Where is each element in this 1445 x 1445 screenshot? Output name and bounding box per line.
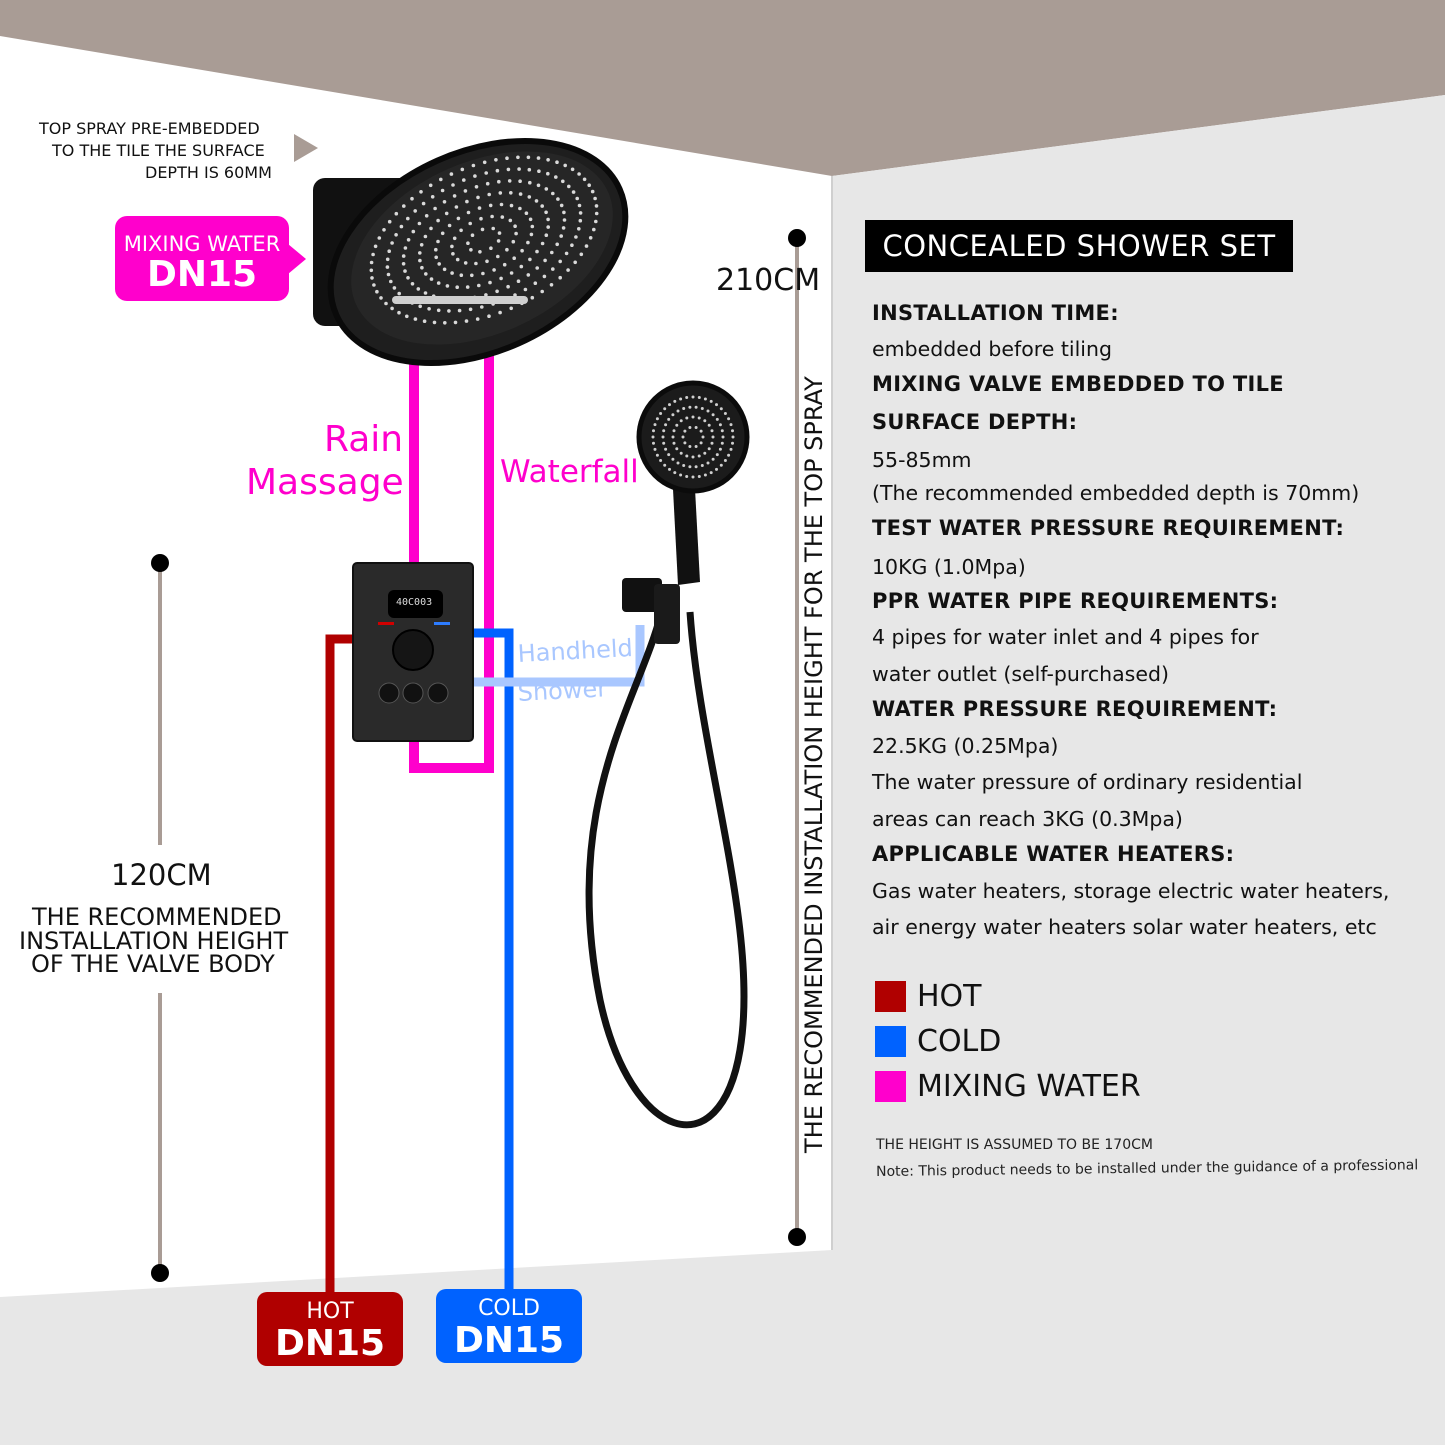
panel-title: CONCEALED SHOWER SET xyxy=(865,220,1293,272)
spec-heading: SURFACE DEPTH: xyxy=(872,410,1078,434)
valve-display-readout: 40C003 xyxy=(396,597,433,608)
legend-label: MIXING WATER xyxy=(917,1069,1141,1104)
mixing-badge-pointer-icon xyxy=(288,244,306,274)
spec-heading: MIXING VALVE EMBEDDED TO TILE xyxy=(872,372,1284,396)
legend-item: HOT xyxy=(875,979,982,1014)
spec-value: (The recommended embedded depth is 70mm) xyxy=(872,481,1360,505)
shower-label: Shower xyxy=(517,674,608,707)
top-spray-height-vertical-label: THE RECOMMENDED INSTALLATION HEIGHT FOR … xyxy=(800,376,828,1153)
top-spray-height-dot-top xyxy=(788,229,806,247)
top-spray-height-dot-bottom xyxy=(788,1228,806,1246)
spec-value: 10KG (1.0Mpa) xyxy=(872,555,1026,579)
valve-height-dot-top xyxy=(151,554,169,572)
legend-swatch xyxy=(875,1071,906,1102)
spec-heading: WATER PRESSURE REQUIREMENT: xyxy=(872,697,1278,721)
spec-value: The water pressure of ordinary residenti… xyxy=(872,770,1303,794)
cold-badge-small-label: COLD xyxy=(478,1296,540,1321)
top-spray-note-line-3: DEPTH IS 60MM xyxy=(145,163,272,182)
ceiling xyxy=(0,0,1445,176)
spec-heading: TEST WATER PRESSURE REQUIREMENT: xyxy=(872,516,1345,540)
spec-heading: PPR WATER PIPE REQUIREMENTS: xyxy=(872,589,1279,613)
legend-swatch xyxy=(875,1026,906,1057)
top-spray-note-line-2: TO THE TILE THE SURFACE xyxy=(52,141,265,160)
valve-height-dot-bottom xyxy=(151,1264,169,1282)
legend-swatch xyxy=(875,981,906,1012)
spec-value: air energy water heaters solar water hea… xyxy=(872,915,1377,939)
spec-value: 22.5KG (0.25Mpa) xyxy=(872,734,1059,758)
spec-heading: APPLICABLE WATER HEATERS: xyxy=(872,842,1235,866)
legend-label: COLD xyxy=(917,1024,1002,1059)
side-wall xyxy=(0,95,1445,1445)
spec-value: Gas water heaters, storage electric wate… xyxy=(872,879,1390,903)
spec-heading: INSTALLATION TIME: xyxy=(872,301,1119,325)
hot-badge-small-label: HOT xyxy=(306,1299,354,1324)
legend-item: MIXING WATER xyxy=(875,1069,1141,1104)
valve-note-line-3: OF THE VALVE BODY xyxy=(31,950,275,978)
cold-badge: COLD DN15 xyxy=(436,1289,582,1363)
valve-note-line-2: INSTALLATION HEIGHT xyxy=(19,927,289,955)
legend-label: HOT xyxy=(917,979,982,1014)
massage-label: Massage xyxy=(246,462,404,503)
valve-body xyxy=(352,562,474,742)
cold-badge-big-label: DN15 xyxy=(453,1320,565,1361)
mixing-badge-small-label: MIXING WATER xyxy=(123,232,281,256)
note-arrow-icon xyxy=(294,134,318,162)
height-120-label: 120CM xyxy=(111,858,212,892)
mixing-water-badge: MIXING WATER DN15 xyxy=(115,216,289,301)
handheld-shower xyxy=(585,380,750,1129)
spec-value: water outlet (self-purchased) xyxy=(872,662,1169,686)
spec-value: areas can reach 3KG (0.3Mpa) xyxy=(872,807,1183,831)
rain-shower-head xyxy=(313,138,629,366)
cold-pipe xyxy=(470,628,514,1292)
height-assumption-note: THE HEIGHT IS ASSUMED TO BE 170CM xyxy=(876,1137,1153,1153)
rain-label: Rain xyxy=(324,419,404,460)
mixing-pipe xyxy=(409,345,494,773)
top-spray-note-line-1: TOP SPRAY PRE-EMBEDDED xyxy=(39,119,260,138)
hot-pipe xyxy=(325,634,356,1292)
valve-note-line-1: THE RECOMMENDED xyxy=(32,903,282,931)
waterfall-label: Waterfall xyxy=(500,454,639,490)
spec-value: 4 pipes for water inlet and 4 pipes for xyxy=(872,625,1259,649)
height-210-label: 210CM xyxy=(716,263,821,298)
spec-value: 55-85mm xyxy=(872,448,972,472)
hot-badge: HOT DN15 xyxy=(257,1292,403,1366)
spec-value: embedded before tiling xyxy=(872,337,1112,361)
legend-item: COLD xyxy=(875,1024,1001,1059)
mixing-badge-big-label: DN15 xyxy=(146,254,258,295)
hot-badge-big-label: DN15 xyxy=(274,1323,386,1364)
